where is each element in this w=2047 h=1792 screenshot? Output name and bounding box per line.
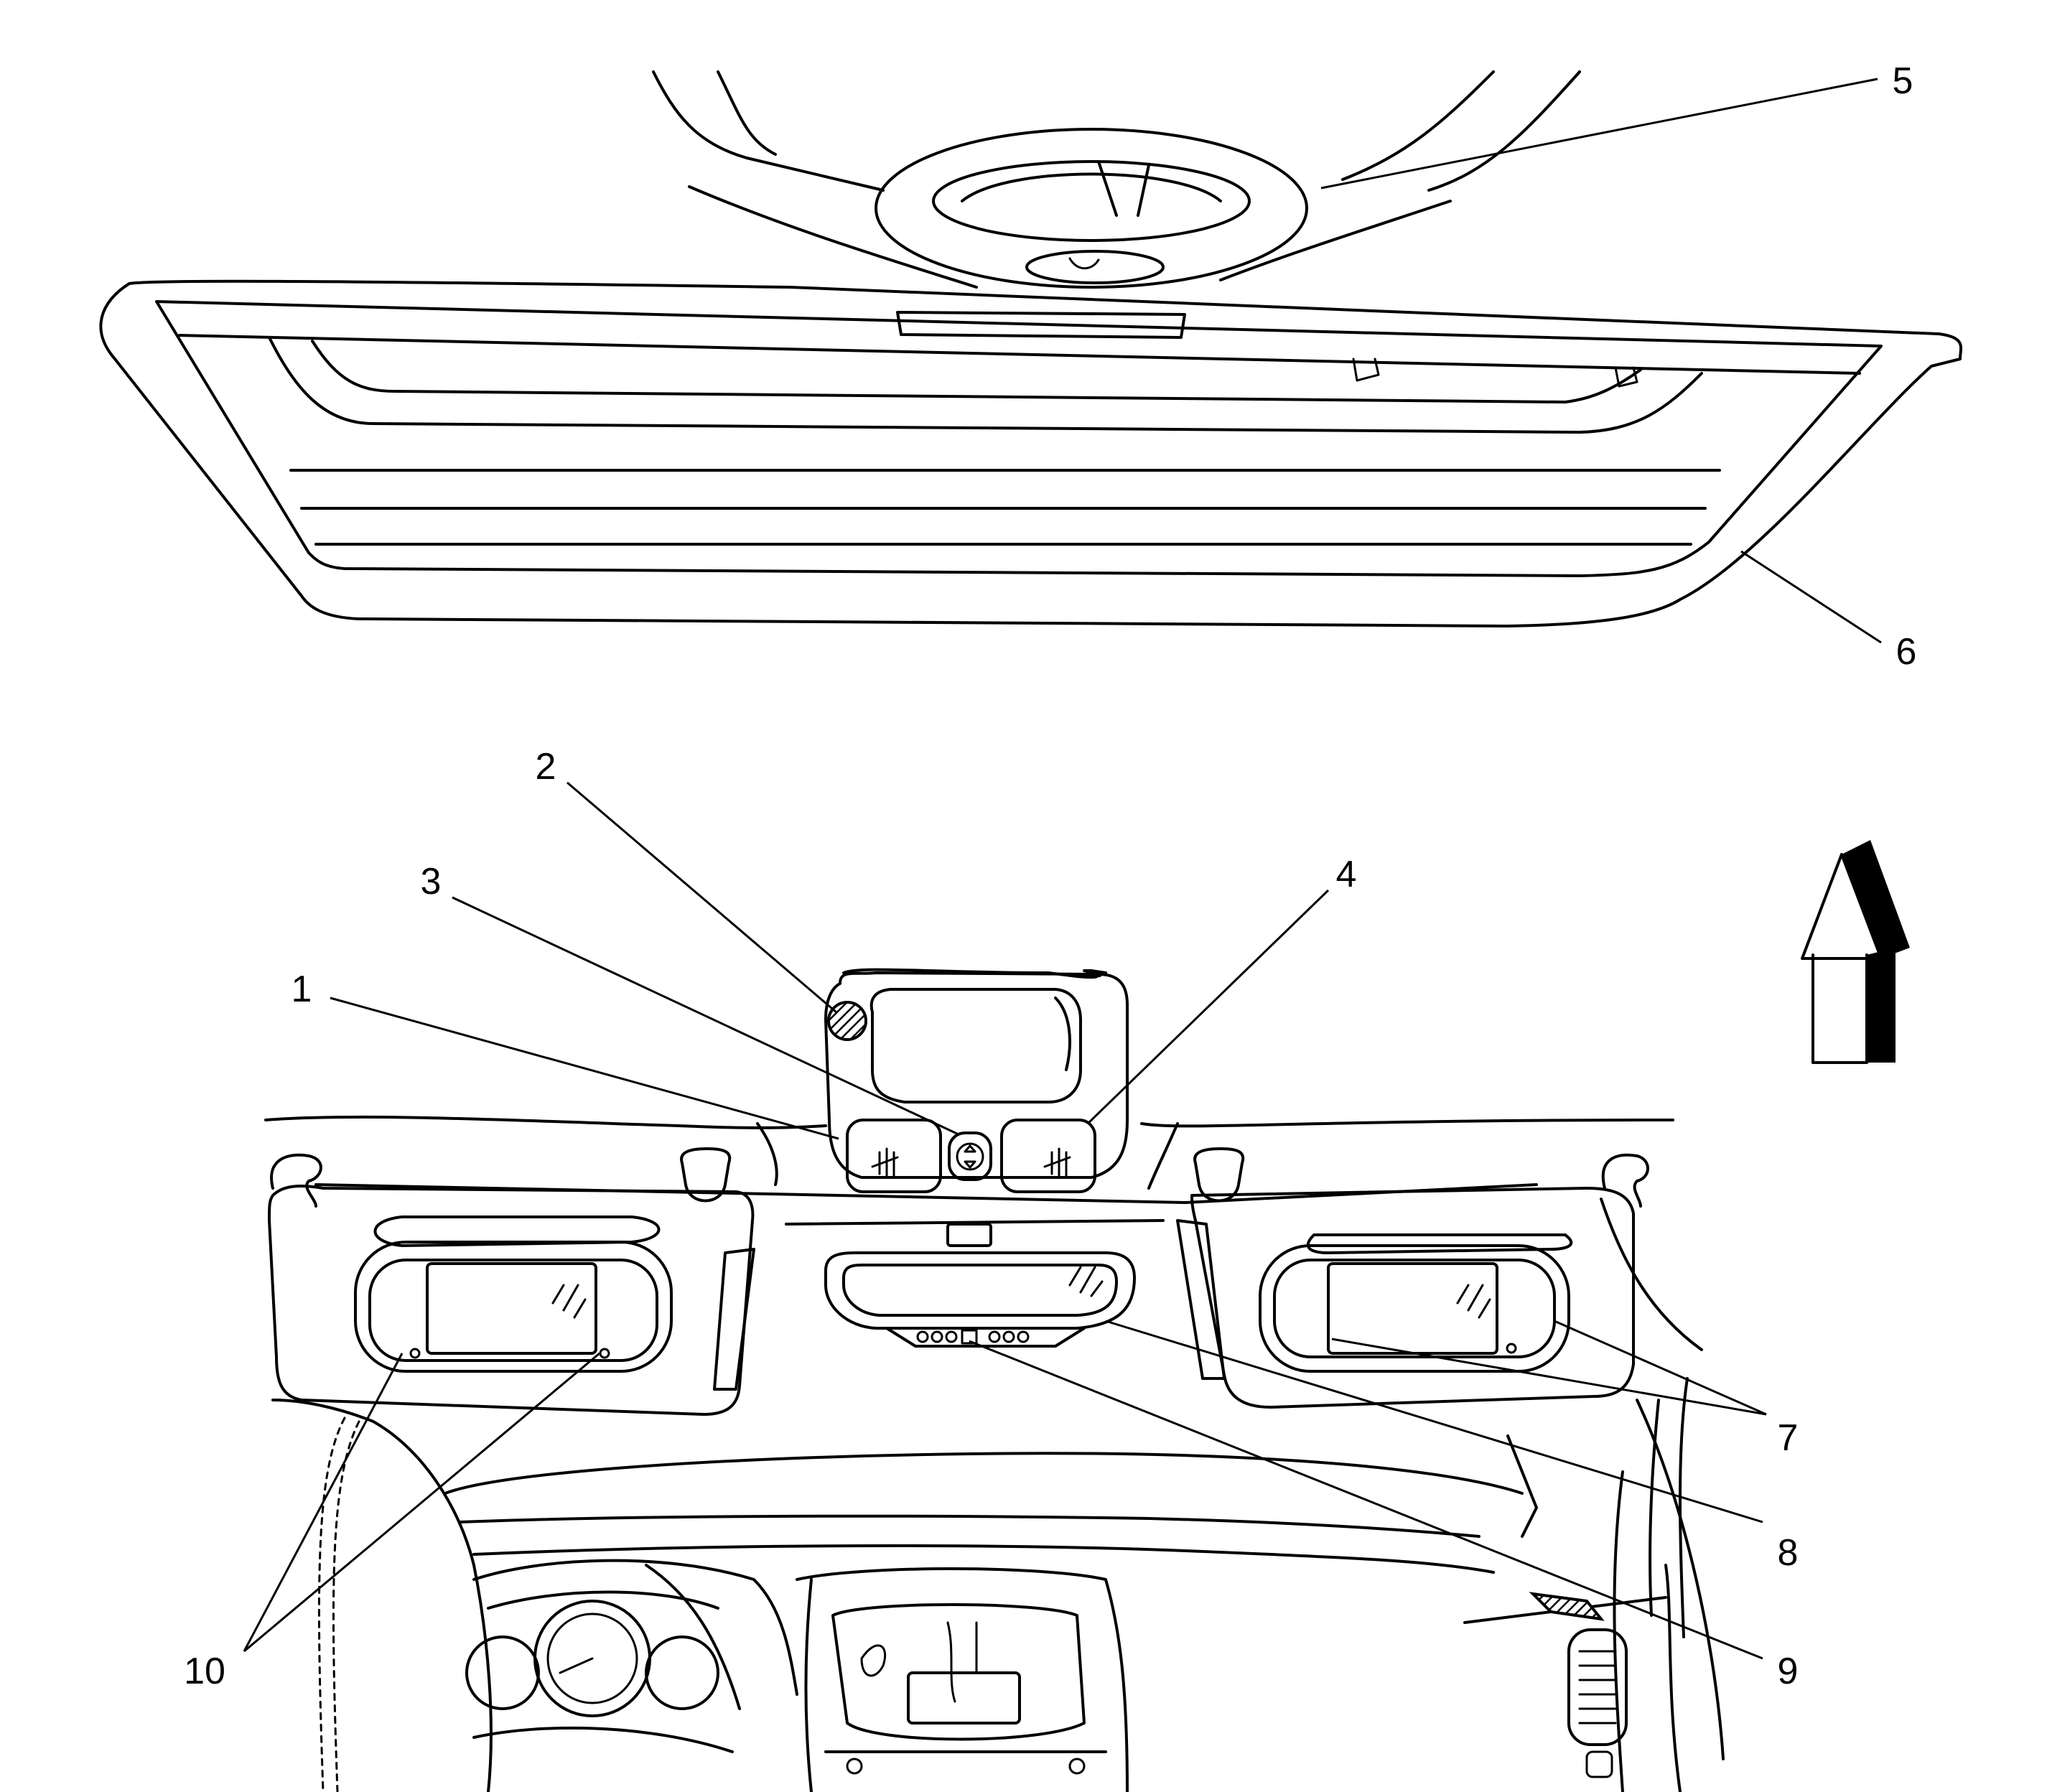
inside-mirror xyxy=(824,1223,1136,1348)
leader-lines xyxy=(243,78,1882,1660)
front-arrow-icon xyxy=(1801,840,1910,1064)
callout-9: 9 xyxy=(1778,1651,1799,1692)
overhead-console xyxy=(824,968,1129,1179)
callout-4: 4 xyxy=(1336,854,1357,895)
dome-lamp-housing xyxy=(875,128,1308,289)
reading-lamp-right xyxy=(1000,1119,1096,1193)
sunshade-left xyxy=(268,1185,755,1416)
callout-10: 10 xyxy=(184,1651,225,1692)
instrument-cluster xyxy=(465,1559,798,1753)
callout-8: 8 xyxy=(1778,1532,1799,1574)
center-stack xyxy=(796,1567,1129,1792)
console-lamp-lens xyxy=(827,1001,867,1041)
callout-2: 2 xyxy=(536,746,556,788)
callout-labels: 1 2 3 4 5 6 7 8 9 10 xyxy=(184,60,1916,1692)
callout-6: 6 xyxy=(1896,631,1917,673)
callout-5: 5 xyxy=(1893,60,1913,102)
roof-pillars xyxy=(652,70,1581,289)
callout-3: 3 xyxy=(421,861,442,902)
dash-vent xyxy=(1529,1592,1628,1778)
reading-lamp-left xyxy=(846,1119,942,1193)
callout-1: 1 xyxy=(292,969,312,1010)
headliner-panel xyxy=(99,279,1963,627)
sunroof-switch xyxy=(948,1131,992,1181)
sunshade-hooks-and-pivots xyxy=(270,1147,1649,1391)
sunshade-right xyxy=(1190,1187,1635,1409)
a-pillar-left xyxy=(271,1399,493,1792)
mirror-buttons xyxy=(916,1329,1030,1345)
callout-7: 7 xyxy=(1778,1417,1799,1459)
